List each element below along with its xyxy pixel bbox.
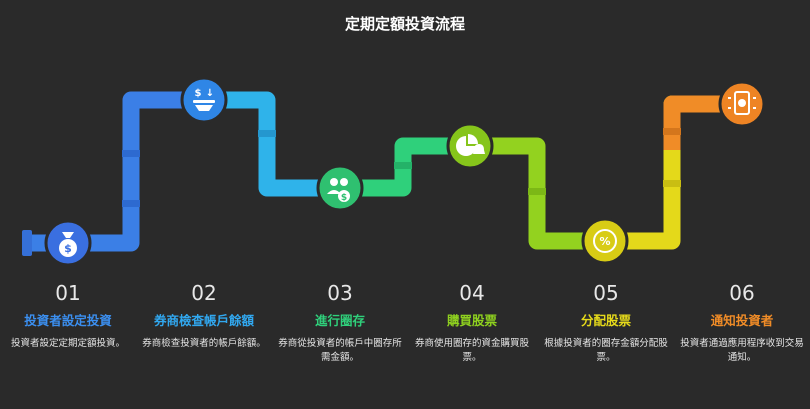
step-title: 分配股票 bbox=[580, 313, 631, 328]
step-number: 03 bbox=[327, 281, 353, 305]
diagram-title: 定期定額投資流程 bbox=[344, 15, 465, 33]
step-number: 06 bbox=[729, 281, 755, 305]
step-node-2: $ ↓ bbox=[180, 76, 228, 124]
step-description: 根據投資者的圈存金額分配股票。 bbox=[544, 338, 668, 363]
svg-text:%: % bbox=[599, 235, 610, 248]
pipe-joint bbox=[122, 150, 140, 157]
pipe-joint bbox=[528, 188, 546, 195]
step-description: 券商使用圈存的資金購買股票。 bbox=[414, 338, 529, 363]
pipe-segment-2 bbox=[204, 91, 340, 197]
step-number: 05 bbox=[593, 281, 619, 305]
step-title: 購買股票 bbox=[446, 313, 497, 328]
mobile-notify-icon bbox=[728, 91, 756, 115]
percent-icon: % bbox=[593, 229, 617, 253]
step-6: 06 通知投資者 投資者通過應用程序收到交易通知。 bbox=[678, 282, 806, 365]
step-number: 01 bbox=[55, 281, 81, 305]
step-4: 04 購買股票 券商使用圈存的資金購買股票。 bbox=[408, 282, 536, 365]
pipe-joint bbox=[663, 180, 681, 187]
step-description: 券商從投資者的帳戶中圈存所需金額。 bbox=[278, 338, 402, 363]
pipe-flange bbox=[22, 230, 32, 256]
step-node-5: % bbox=[581, 217, 629, 265]
pipe-segment-3 bbox=[340, 137, 470, 197]
users-dollar-icon: $ bbox=[327, 178, 350, 203]
svg-text:$: $ bbox=[195, 88, 202, 99]
pipe-segment-4 bbox=[470, 137, 605, 250]
step-1: 01 投資者設定投資 投資者設定定期定額投資。 bbox=[4, 282, 132, 351]
chart-bell-icon bbox=[456, 134, 485, 156]
step-description: 投資者設定定期定額投資。 bbox=[10, 338, 125, 349]
step-number: 04 bbox=[459, 281, 485, 305]
step-3: 03 進行圈存 券商從投資者的帳戶中圈存所需金額。 bbox=[276, 282, 404, 365]
svg-text:↓: ↓ bbox=[206, 88, 214, 99]
step-5: 05 分配股票 根據投資者的圈存金額分配股票。 bbox=[542, 282, 670, 365]
step-title: 進行圈存 bbox=[314, 313, 365, 328]
step-node-4 bbox=[446, 122, 494, 170]
step-node-1: $ bbox=[44, 219, 92, 267]
step-description: 投資者通過應用程序收到交易通知。 bbox=[680, 338, 804, 363]
step-number: 02 bbox=[191, 281, 217, 305]
money-bag-icon: $ bbox=[59, 232, 77, 257]
step-title: 通知投資者 bbox=[710, 313, 774, 328]
step-description: 券商檢查投資者的帳戶餘額。 bbox=[142, 338, 266, 349]
pipe-joint bbox=[258, 130, 276, 137]
pipe-joint bbox=[122, 200, 140, 207]
step-title: 券商檢查帳戶餘額 bbox=[153, 313, 254, 328]
pipe-joint bbox=[663, 128, 681, 135]
step-2: 02 券商檢查帳戶餘額 券商檢查投資者的帳戶餘額。 bbox=[140, 282, 268, 351]
step-node-6 bbox=[718, 80, 766, 128]
pipe-joint bbox=[394, 162, 412, 169]
step-title: 投資者設定投資 bbox=[24, 313, 112, 328]
step-node-3: $ bbox=[316, 164, 364, 212]
money-transfer-icon: $ ↓ bbox=[193, 88, 215, 111]
svg-text:$: $ bbox=[64, 242, 72, 255]
svg-text:$: $ bbox=[341, 193, 347, 203]
